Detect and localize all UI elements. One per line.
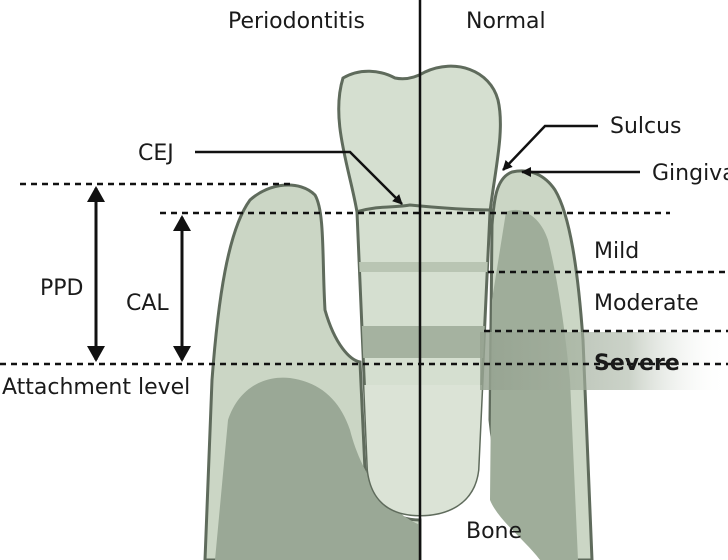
moderate-label: Moderate: [594, 291, 699, 316]
bone-left: [215, 377, 420, 560]
normal-title: Normal: [466, 9, 546, 34]
severe-label: Severe: [594, 351, 680, 376]
ppd-label: PPD: [40, 276, 83, 301]
periodontitis-title: Periodontitis: [228, 9, 365, 34]
sulcus-leader: [502, 124, 598, 171]
cej-line: [355, 203, 493, 214]
mild-label: Mild: [594, 239, 639, 264]
cal-label: CAL: [126, 291, 169, 316]
bone-label: Bone: [466, 519, 522, 544]
sulcus-label: Sulcus: [610, 114, 682, 139]
severe-band-shading: [480, 332, 728, 390]
cej-leader: [195, 150, 403, 205]
cej-label: CEJ: [138, 141, 174, 166]
attachment-level-label: Attachment level: [2, 375, 190, 400]
gingiva-label: Gingiva: [652, 161, 728, 186]
